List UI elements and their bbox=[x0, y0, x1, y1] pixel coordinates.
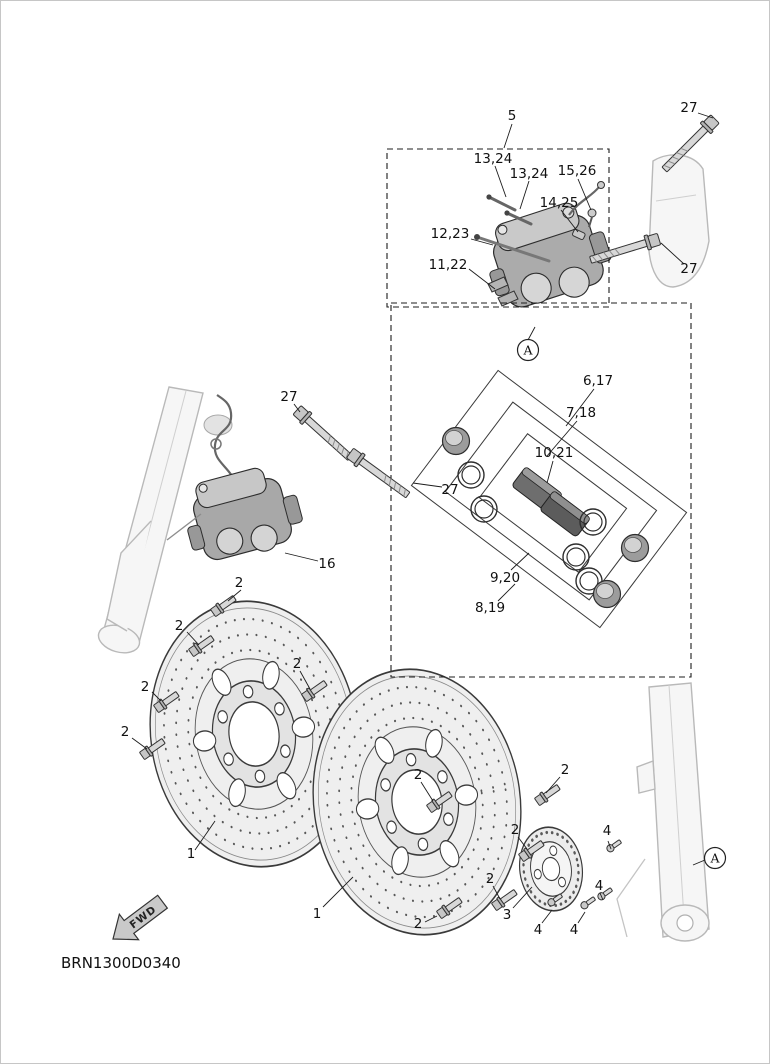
callout-2-10: 2 bbox=[414, 916, 423, 932]
caliper-assembly-box bbox=[386, 148, 610, 308]
view-marker-a-top: A bbox=[516, 338, 540, 362]
caliper-piston-2 bbox=[620, 533, 650, 563]
callout-2-6: 2 bbox=[414, 767, 423, 783]
pin-boot bbox=[572, 228, 586, 241]
pad-pin-1 bbox=[487, 195, 517, 212]
callout-1-2: 1 bbox=[313, 906, 322, 922]
callout-2-8: 2 bbox=[511, 822, 520, 838]
callout-4-2: 4 bbox=[595, 878, 604, 894]
brake-disc-front-2 bbox=[312, 668, 522, 936]
callout-15-26: 15,26 bbox=[558, 163, 597, 179]
view-marker-a-bottom-label: A bbox=[709, 851, 720, 866]
callout-9-20: 9,20 bbox=[490, 570, 520, 586]
disc1-windows bbox=[192, 660, 316, 808]
callout-27-3: 27 bbox=[280, 389, 297, 405]
front-fork-right bbox=[616, 682, 710, 942]
fwd-arrow: FWD bbox=[112, 894, 169, 941]
front-fork-left bbox=[97, 386, 233, 654]
disc2-bolt-holes bbox=[380, 752, 454, 852]
callout-2-7: 2 bbox=[561, 762, 570, 778]
callout-27-1: 27 bbox=[680, 100, 697, 116]
disc1-bolt-holes bbox=[217, 684, 291, 784]
callout-2-2: 2 bbox=[175, 618, 184, 634]
piston-seal-3 bbox=[579, 508, 607, 536]
sensor-screw-4-1 bbox=[604, 837, 624, 854]
callout-16: 16 bbox=[318, 556, 335, 572]
caliper-bolt-27-3 bbox=[291, 403, 356, 464]
callout-7-18: 7,18 bbox=[566, 405, 596, 421]
callout-13-24-2: 13,24 bbox=[510, 166, 549, 182]
callout-13-24-1: 13,24 bbox=[474, 151, 513, 167]
pad-pin-2 bbox=[505, 211, 533, 226]
callout-14-25: 14,25 bbox=[540, 195, 579, 211]
seal-kit-parts bbox=[441, 426, 650, 609]
bleed-screw bbox=[587, 208, 597, 218]
pad-shim-1 bbox=[487, 276, 509, 293]
pad-shim-2 bbox=[497, 290, 519, 307]
piston-seal-4 bbox=[562, 543, 590, 571]
brake-pad-inner bbox=[540, 491, 590, 537]
piston-seal-2 bbox=[470, 495, 498, 523]
callout-2-4: 2 bbox=[121, 724, 130, 740]
leader-lines bbox=[131, 112, 714, 924]
callout-8-19: 8,19 bbox=[475, 600, 505, 616]
callout-2-5: 2 bbox=[293, 656, 302, 672]
callout-2-1: 2 bbox=[235, 575, 244, 591]
callout-4-3: 4 bbox=[534, 922, 543, 938]
callout-27-4: 27 bbox=[441, 482, 458, 498]
view-marker-a-top-label: A bbox=[522, 343, 533, 358]
disc2-windows bbox=[355, 728, 479, 876]
callout-6-17: 6,17 bbox=[583, 373, 613, 389]
callout-12-23: 12,23 bbox=[431, 226, 470, 242]
retaining-pin bbox=[475, 235, 551, 263]
brake-caliper-left bbox=[166, 394, 303, 561]
callout-3: 3 bbox=[503, 907, 512, 923]
seal-kit-box bbox=[390, 302, 692, 678]
caliper-piston-3 bbox=[592, 579, 622, 609]
diagram-code: BRN1300D0340 bbox=[61, 954, 181, 972]
caliper-bolt-27-4 bbox=[345, 446, 413, 502]
brake-caliper-exploded bbox=[474, 181, 612, 308]
callout-27-2: 27 bbox=[680, 261, 697, 277]
front-fork-upper-ghost bbox=[648, 154, 710, 288]
sensor-screw-4-4 bbox=[578, 894, 598, 911]
callout-4-4: 4 bbox=[570, 922, 579, 938]
view-marker-a-bottom: A bbox=[703, 846, 727, 870]
disc-bolt-2-7 bbox=[533, 781, 563, 808]
callout-5: 5 bbox=[508, 108, 517, 124]
brake-disc-front-1 bbox=[149, 600, 359, 868]
caliper-piston-1 bbox=[441, 426, 471, 456]
callout-10-21: 10,21 bbox=[535, 445, 574, 461]
piston-seal-1 bbox=[457, 461, 485, 489]
callout-1-1: 1 bbox=[187, 846, 196, 862]
callout-11-22: 11,22 bbox=[429, 257, 468, 273]
callout-2-3: 2 bbox=[141, 679, 150, 695]
callout-4-1: 4 bbox=[603, 823, 612, 839]
callout-2-9: 2 bbox=[486, 871, 495, 887]
